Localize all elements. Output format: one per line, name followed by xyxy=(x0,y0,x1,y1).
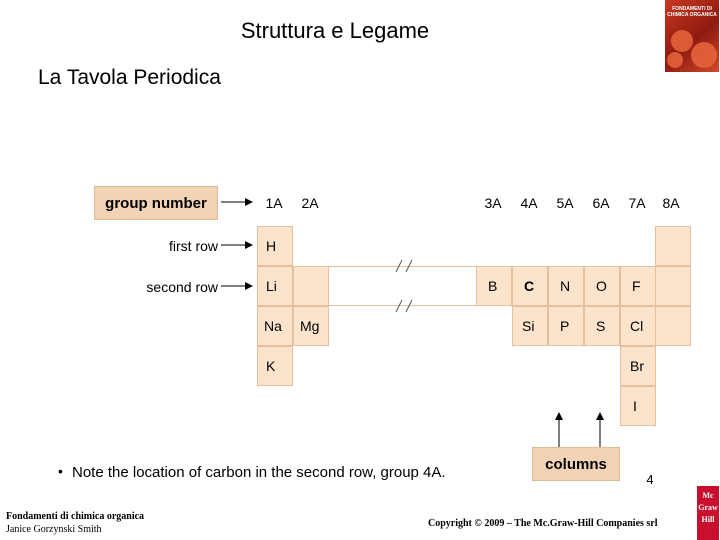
element-li: Li xyxy=(257,266,293,306)
element-mg: Mg xyxy=(293,306,329,346)
group-label-8a: 8A xyxy=(662,195,680,211)
note-bullet: • xyxy=(58,463,63,479)
note-text: Note the location of carbon in the secon… xyxy=(72,464,446,481)
group-label-4a: 4A xyxy=(520,195,538,211)
element-na: Na xyxy=(257,306,293,346)
columns-label: columns xyxy=(532,447,620,481)
element-n: N xyxy=(548,266,584,306)
first-row-label: first row xyxy=(169,238,218,254)
footer-author: Janice Gorzynski Smith xyxy=(6,524,102,535)
book-cover-image: FONDAMENTI DI CHIMICA ORGANICA xyxy=(665,0,719,72)
publisher-logo-icon: Mc Graw Hill xyxy=(697,486,719,540)
second-row-label: second row xyxy=(146,279,218,295)
element-o: O xyxy=(584,266,620,306)
group-label-2a: 2A xyxy=(301,195,319,211)
group-label-5a: 5A xyxy=(556,195,574,211)
element-s: S xyxy=(584,306,620,346)
element-i: I xyxy=(620,386,656,426)
page-number: 4 xyxy=(646,472,654,487)
group-label-3a: 3A xyxy=(484,195,502,211)
element-c-carbon: C xyxy=(512,266,548,306)
transition-gap-band xyxy=(329,266,476,306)
element-b: B xyxy=(476,266,512,306)
element-cell-empty xyxy=(655,226,691,266)
group-number-label: group number xyxy=(94,186,218,220)
book-cover-title: FONDAMENTI DI CHIMICA ORGANICA xyxy=(667,6,717,18)
element-k: K xyxy=(257,346,293,386)
element-br: Br xyxy=(620,346,656,386)
element-h: H xyxy=(257,226,293,266)
group-label-6a: 6A xyxy=(592,195,610,211)
element-cell-empty xyxy=(655,306,691,346)
slide-title: Struttura e Legame xyxy=(240,18,430,43)
slide-subtitle: La Tavola Periodica xyxy=(38,66,221,89)
break-mark-icon xyxy=(395,259,413,313)
footer-book-title: Fondamenti di chimica organica xyxy=(6,511,145,522)
group-label-7a: 7A xyxy=(628,195,646,211)
element-si: Si xyxy=(512,306,548,346)
element-cell-empty xyxy=(293,266,329,306)
element-p: P xyxy=(548,306,584,346)
footer-copyright: Copyright © 2009 – The Mc.Graw-Hill Comp… xyxy=(428,518,658,529)
group-label-1a: 1A xyxy=(265,195,283,211)
element-cell-empty xyxy=(655,266,691,306)
